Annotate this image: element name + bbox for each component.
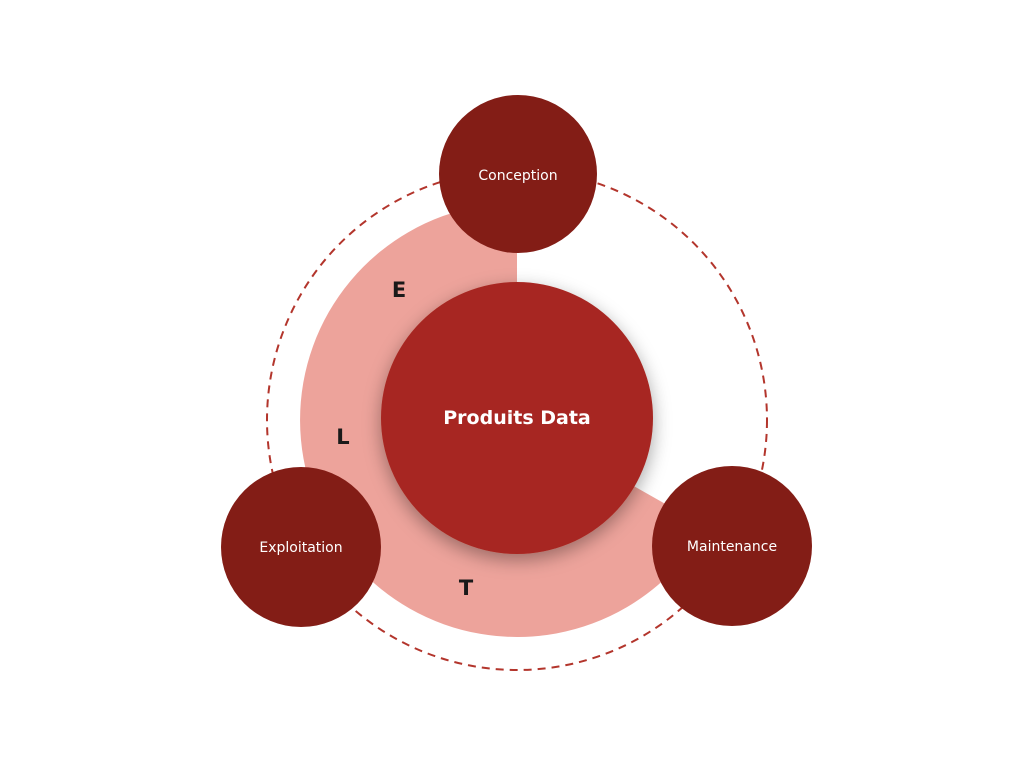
node-maintenance: Maintenance [652, 466, 812, 626]
node-exploitation: Exploitation [221, 467, 381, 627]
node-exploitation-label: Exploitation [259, 540, 342, 556]
node-conception: Conception [439, 95, 597, 253]
letter-t: T [459, 576, 474, 600]
letter-e: E [392, 278, 406, 302]
center-label: Produits Data [443, 407, 591, 429]
node-conception-label: Conception [478, 168, 557, 184]
letter-l: L [336, 425, 349, 449]
center-circle [381, 282, 653, 554]
node-maintenance-label: Maintenance [687, 539, 777, 555]
